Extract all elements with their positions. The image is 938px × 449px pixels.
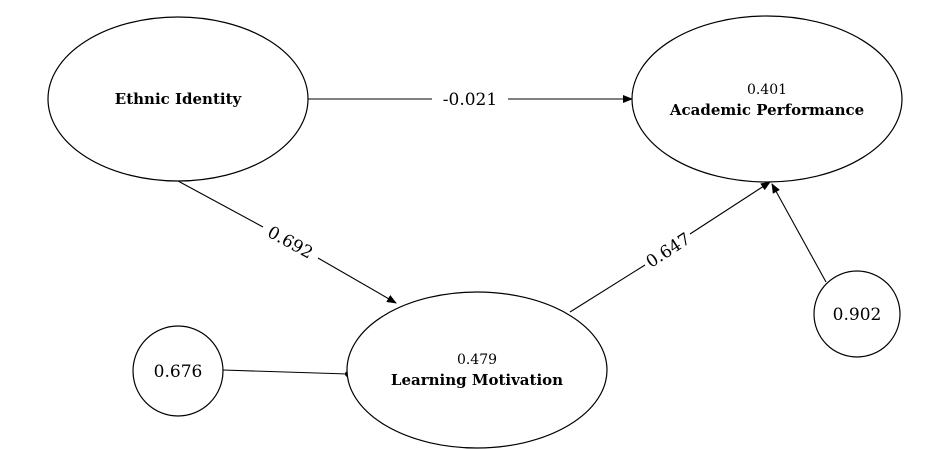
r2-academic-performance: 0.401 <box>747 82 787 98</box>
node-error-performance <box>813 270 901 358</box>
label-learning-motivation: Learning Motivation <box>391 371 563 389</box>
coef-motivation-to-performance: 0.647 <box>643 229 695 272</box>
edge-motivation-to-performance-top <box>689 181 771 235</box>
label-error-performance: 0.902 <box>833 305 882 325</box>
node-learning-motivation <box>346 291 608 449</box>
edge-ethnic-to-motivation-top <box>177 180 264 228</box>
r2-learning-motivation: 0.479 <box>457 352 497 368</box>
node-ethnic-identity <box>47 16 309 182</box>
edge-error-to-performance <box>771 183 827 283</box>
node-academic-performance <box>631 15 903 183</box>
label-academic-performance: Academic Performance <box>669 101 864 119</box>
edge-motivation-to-performance-bottom <box>569 264 646 313</box>
node-error-motivation <box>132 325 224 417</box>
label-error-motivation: 0.676 <box>154 362 203 382</box>
label-ethnic-identity: Ethnic Identity <box>115 90 243 108</box>
coef-ethnic-to-performance: -0.021 <box>443 90 497 110</box>
coef-ethnic-to-motivation: 0.692 <box>264 222 316 263</box>
edge-ethnic-to-motivation-bottom <box>317 257 397 304</box>
edge-error-to-motivation <box>222 369 349 375</box>
